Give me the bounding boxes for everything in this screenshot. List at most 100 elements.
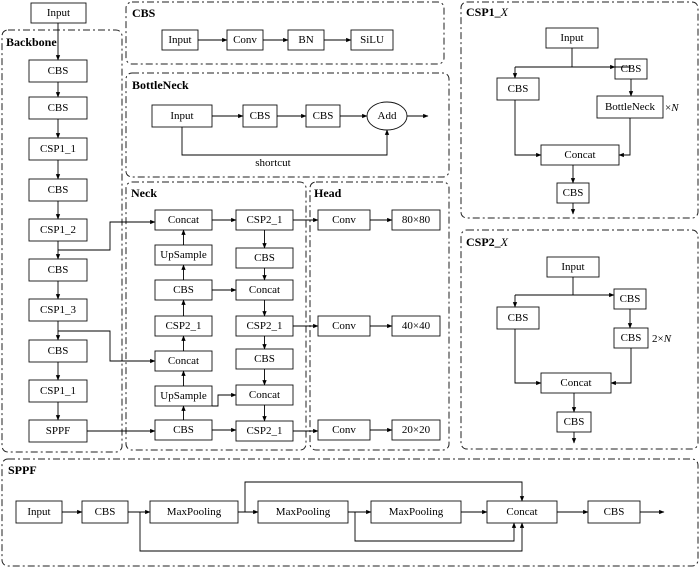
svg-text:CSP1_1: CSP1_1	[40, 143, 76, 155]
svg-text:UpSample: UpSample	[160, 249, 207, 261]
csp1-input-box: Input	[545, 27, 599, 49]
backbone-group-title: Backbone	[6, 35, 57, 49]
sppf-maxpool-3: MaxPooling	[370, 500, 462, 524]
svg-text:CBS: CBS	[563, 187, 584, 199]
csp1-bottleneck-box: BottleNeck	[596, 95, 664, 119]
svg-text:MaxPooling: MaxPooling	[167, 506, 222, 518]
backbone-layer-9: CSP1_1	[28, 379, 88, 403]
csp2-input-box: Input	[546, 256, 600, 278]
sppf-arrows	[62, 481, 665, 552]
bottleneck-add-node: Add	[366, 101, 408, 131]
backbone-layer-10: SPPF	[28, 419, 88, 443]
backbone-layer-7: CSP1_3	[28, 298, 88, 322]
neck-right-cbs-1: CBS	[235, 247, 294, 269]
svg-text:CBS: CBS	[48, 184, 69, 196]
svg-text:CBS: CBS	[48, 65, 69, 77]
head-group-title: Head	[314, 186, 342, 200]
svg-text:CSP2_1: CSP2_1	[246, 425, 282, 437]
csp1-group-frame	[460, 1, 699, 219]
svg-text:MaxPooling: MaxPooling	[276, 506, 331, 518]
neck-right-concat-2: Concat	[235, 384, 294, 406]
cbs-bn-box: BN	[287, 29, 325, 51]
csp1-cbs-out: CBS	[556, 182, 590, 204]
csp2-arrows	[512, 277, 633, 444]
bottleneck-cbs-2: CBS	[305, 104, 341, 128]
backbone-input-box: Input	[30, 2, 87, 24]
neck-left-cbs-2: CBS	[154, 419, 213, 441]
svg-text:Input: Input	[168, 34, 191, 46]
neck-left-upsample-2: UpSample	[154, 385, 213, 407]
svg-text:CSP1_1: CSP1_1	[40, 385, 76, 397]
svg-text:CBS: CBS	[508, 312, 529, 324]
svg-text:20×20: 20×20	[402, 424, 431, 436]
svg-text:CBS: CBS	[508, 83, 529, 95]
neck-right-csp2-1: CSP2_1	[235, 209, 294, 231]
neck-left-cbs-1: CBS	[154, 279, 213, 301]
backbone-layer-4: CBS	[28, 178, 88, 202]
svg-text:CSP2_1: CSP2_1	[165, 320, 201, 332]
svg-text:CBS: CBS	[48, 264, 69, 276]
svg-text:CBS: CBS	[48, 102, 69, 114]
sppf-maxpool-1: MaxPooling	[149, 500, 239, 524]
svg-text:40×40: 40×40	[402, 320, 431, 332]
csp1-arrows	[512, 48, 634, 215]
neck-right-concat-1: Concat	[235, 279, 294, 301]
neck-left-upsample-1: UpSample	[154, 244, 213, 266]
cbs-group-frame	[125, 1, 445, 65]
svg-text:CBS: CBS	[48, 345, 69, 357]
neck-group-title: Neck	[131, 186, 157, 200]
svg-text:Conv: Conv	[332, 424, 356, 436]
head-conv-1: Conv	[317, 209, 371, 231]
bottleneck-shortcut-label: shortcut	[255, 157, 290, 169]
svg-text:MaxPooling: MaxPooling	[389, 506, 444, 518]
csp1-concat-box: Concat	[540, 144, 620, 166]
svg-text:BN: BN	[298, 34, 313, 46]
csp2-cbs-mid: CBS	[613, 327, 649, 349]
svg-text:CSP2_1: CSP2_1	[246, 320, 282, 332]
head-conv-2: Conv	[317, 315, 371, 337]
bottleneck-group-frame	[125, 72, 450, 178]
svg-text:Conv: Conv	[332, 320, 356, 332]
sppf-input-box: Input	[15, 500, 63, 524]
neck-left-concat-2: Concat	[154, 350, 213, 372]
csp1-cbs-top: CBS	[614, 58, 648, 80]
svg-text:CSP2_1: CSP2_1	[246, 214, 282, 226]
bottleneck-arrows	[181, 113, 429, 156]
svg-text:Input: Input	[27, 506, 50, 518]
svg-text:UpSample: UpSample	[160, 390, 207, 402]
backbone-layer-1: CBS	[28, 59, 88, 83]
svg-text:Concat: Concat	[506, 506, 537, 518]
svg-text:Concat: Concat	[560, 377, 591, 389]
svg-text:CBS: CBS	[254, 252, 275, 264]
neck-right-cbs-2: CBS	[235, 348, 294, 370]
svg-text:80×80: 80×80	[402, 214, 431, 226]
head-output-40: 40×40	[391, 315, 441, 337]
cbs-conv-box: Conv	[226, 29, 264, 51]
backbone-layer-5: CSP1_2	[28, 218, 88, 242]
svg-text:CSP1_3: CSP1_3	[40, 304, 77, 316]
neck-left-csp2-1: CSP2_1	[154, 315, 213, 337]
csp2-cbs-out: CBS	[556, 411, 592, 433]
svg-text:CBS: CBS	[250, 110, 271, 122]
svg-text:Concat: Concat	[564, 149, 595, 161]
svg-text:CBS: CBS	[313, 110, 334, 122]
svg-text:CBS: CBS	[95, 506, 116, 518]
svg-text:Input: Input	[47, 7, 70, 19]
svg-text:CBS: CBS	[173, 424, 194, 436]
cbs-input-box: Input	[161, 29, 199, 51]
svg-text:Input: Input	[170, 110, 193, 122]
bottleneck-input-box: Input	[151, 104, 213, 128]
backbone-layer-6: CBS	[28, 258, 88, 282]
svg-text:SPPF: SPPF	[46, 425, 70, 437]
svg-text:CBS: CBS	[604, 506, 625, 518]
neck-right-csp2-3: CSP2_1	[235, 420, 294, 442]
neck-left-concat-1: Concat	[154, 209, 213, 231]
svg-text:Add: Add	[378, 110, 397, 122]
csp2-concat-box: Concat	[540, 372, 612, 394]
svg-text:Concat: Concat	[168, 355, 199, 367]
svg-text:CBS: CBS	[621, 332, 642, 344]
svg-text:CSP1_2: CSP1_2	[40, 224, 76, 236]
svg-text:Concat: Concat	[249, 284, 280, 296]
csp2-repeat-label: 2×N	[652, 333, 672, 345]
